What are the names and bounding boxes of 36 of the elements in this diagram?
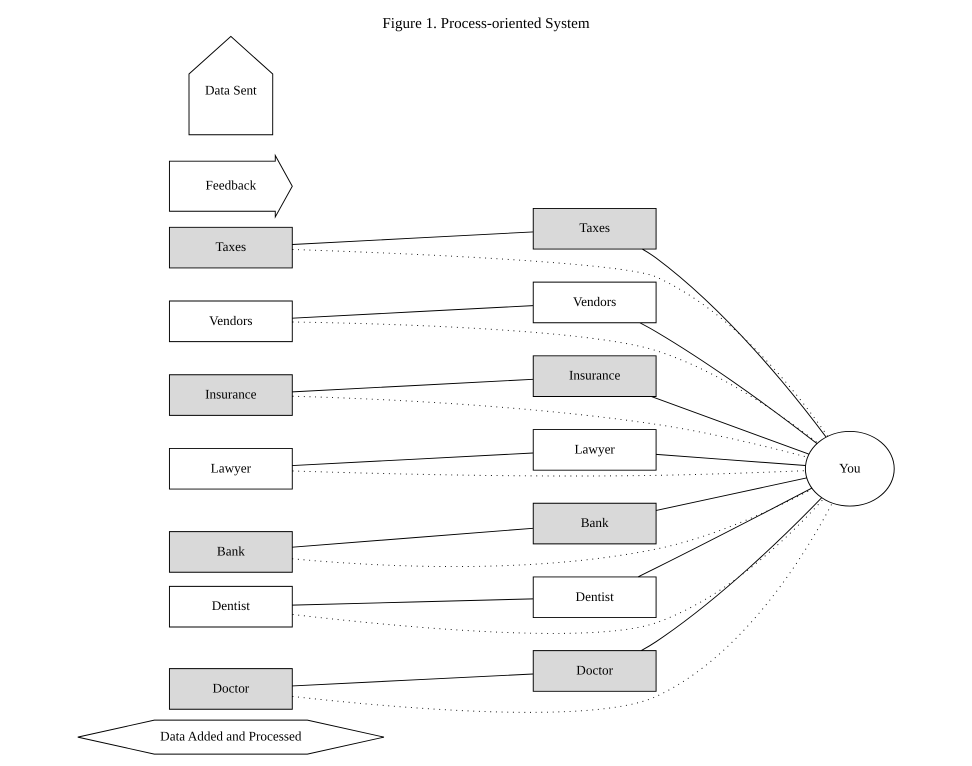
node-ellipse: You [804,430,895,507]
connector [638,488,812,578]
connector [292,598,534,606]
node-box: Bank [168,531,293,573]
node-box: Doctor [168,668,293,710]
node-box: Vendors [168,300,293,342]
connector [292,502,833,713]
node-box: Doctor [532,650,657,692]
connector [292,470,806,476]
connector [292,305,534,319]
node-box: Taxes [168,226,293,268]
connector [292,452,534,466]
diagram-title: Figure 1. Process-oriented System [382,16,590,32]
node-box: Taxes [532,208,657,250]
connector [292,231,534,245]
connector [292,528,534,548]
connector [292,674,534,686]
connector [656,477,807,511]
node-box: Vendors [532,282,657,324]
connector [640,322,818,444]
node-box: Dentist [168,586,293,628]
node-box: Lawyer [168,448,293,490]
connector [292,498,824,634]
node-box: Insurance [532,355,657,397]
connector [642,248,827,438]
node-box: Bank [532,502,657,544]
connector [292,378,534,392]
connector [656,454,806,466]
connector [292,249,828,437]
connector [292,322,818,444]
connector [650,396,810,455]
node-box: Dentist [532,576,657,618]
node-box: Lawyer [532,429,657,471]
connector [292,396,808,458]
node-box: Insurance [168,374,293,416]
connector [640,497,822,652]
